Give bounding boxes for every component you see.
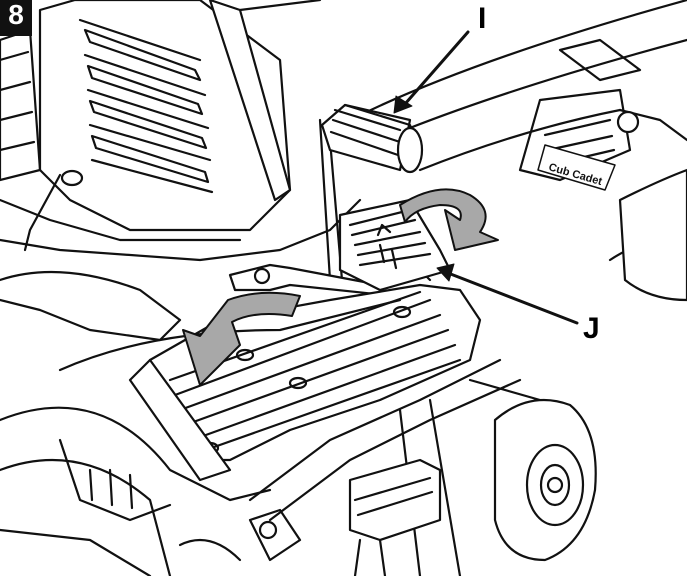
foot-pedal <box>338 198 452 292</box>
decal <box>537 144 616 191</box>
rotation-arrow-left <box>182 291 301 386</box>
callout-label-j: J <box>583 312 600 345</box>
lower-mechanism <box>0 438 442 578</box>
seat-base <box>0 169 362 342</box>
callout-label-i: I <box>478 2 487 35</box>
fender-lines <box>348 0 687 302</box>
frame-rails <box>0 298 572 578</box>
leader-arrow-j <box>436 263 579 325</box>
floor-pan <box>128 283 482 482</box>
seat-back <box>0 0 322 232</box>
figure-number-badge: 8 <box>0 0 32 36</box>
leader-arrow-i <box>393 30 470 114</box>
rotation-arrow-right <box>399 188 499 251</box>
front-wheel <box>493 398 597 562</box>
